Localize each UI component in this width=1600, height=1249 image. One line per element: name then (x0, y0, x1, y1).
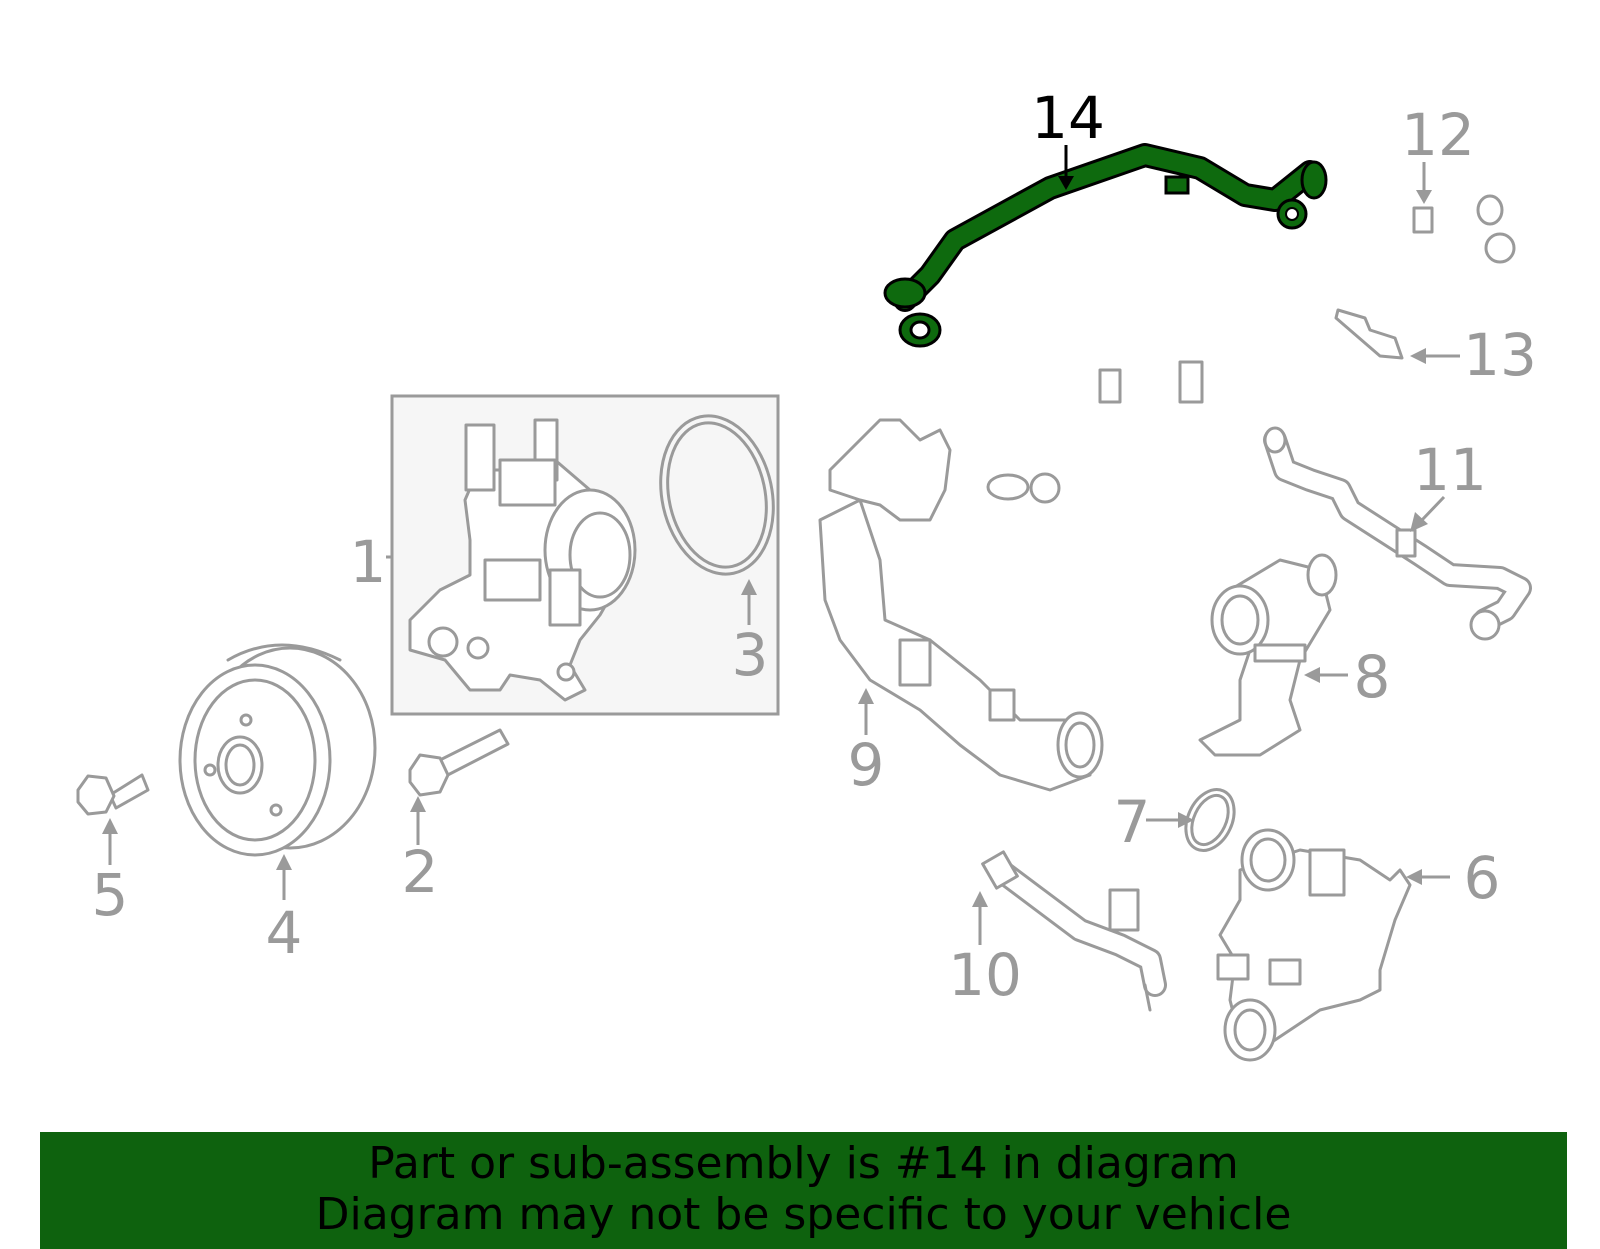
part-4-pulley[interactable] (178, 643, 377, 857)
callout-1: 1 (350, 528, 387, 596)
part-9-duct[interactable] (818, 418, 1104, 792)
callout-8: 8 (1354, 643, 1391, 711)
callout-13: 13 (1463, 321, 1537, 389)
part-6-thermostat-housing[interactable] (1216, 828, 1412, 1062)
part-10-hose[interactable] (981, 850, 1167, 1012)
part-3-gasket[interactable] (647, 405, 788, 584)
part-8-outlet[interactable] (1198, 553, 1338, 757)
part-2-bolt[interactable] (408, 728, 510, 797)
callout-5: 5 (92, 861, 129, 929)
callout-6: 6 (1464, 844, 1501, 912)
part-11-hose[interactable] (1263, 426, 1532, 641)
part-5-bolt[interactable] (76, 773, 150, 816)
part-13-bracket[interactable] (1334, 308, 1404, 360)
callout-14: 14 (1031, 84, 1105, 152)
callout-3: 3 (732, 621, 769, 689)
part-7-o-ring[interactable] (1177, 782, 1244, 859)
callout-12: 12 (1401, 101, 1475, 169)
banner-line-2: Diagram may not be specific to your vehi… (315, 1189, 1292, 1240)
callout-2: 2 (402, 838, 439, 906)
info-banner: Part or sub-assembly is #14 in diagram D… (40, 1132, 1567, 1249)
part-1-water-pump[interactable] (408, 418, 637, 702)
callout-7: 7 (1114, 788, 1151, 856)
callout-10: 10 (948, 941, 1022, 1009)
leader-arrows (102, 145, 1460, 945)
callout-9: 9 (848, 731, 885, 799)
banner-line-1: Part or sub-assembly is #14 in diagram (368, 1138, 1239, 1189)
callout-4: 4 (266, 899, 303, 967)
callout-11: 11 (1413, 436, 1487, 504)
part-12-coolant-line[interactable] (986, 194, 1516, 504)
part-14-coolant-pipe[interactable] (883, 143, 1328, 348)
